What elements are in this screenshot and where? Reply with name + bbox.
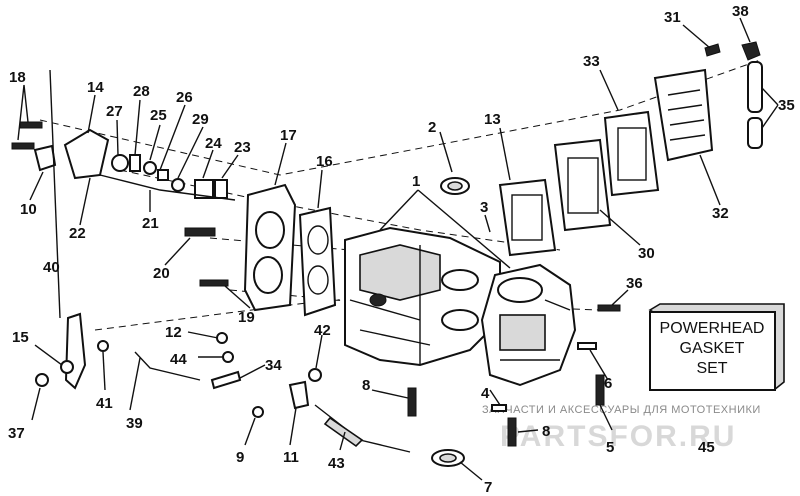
callout-1: 1 — [412, 173, 420, 190]
callout-45: 45 — [698, 439, 715, 456]
screw-9 — [252, 406, 264, 418]
callout-26: 26 — [176, 89, 193, 106]
callout-33: 33 — [583, 53, 600, 70]
pin-6 — [577, 342, 597, 350]
callout-31: 31 — [664, 9, 681, 26]
callout-16: 16 — [316, 153, 333, 170]
callout-40: 40 — [43, 259, 60, 276]
callout-4: 4 — [481, 385, 490, 402]
watermark-caption: ЗАПЧАСТИ И АКСЕССУАРЫ ДЛЯ МОТОТЕХНИКИ — [482, 404, 761, 416]
callout-25: 25 — [150, 107, 167, 124]
callout-44: 44 — [170, 351, 187, 368]
bolt-36 — [597, 304, 621, 312]
callout-2: 2 — [428, 119, 436, 136]
callout-18: 18 — [9, 69, 26, 86]
thermostat-stack — [111, 154, 228, 199]
callout-22: 22 — [69, 225, 86, 242]
callout-38: 38 — [732, 3, 749, 20]
callout-43: 43 — [328, 455, 345, 472]
gasket-set-line3: SET — [696, 360, 727, 377]
callout-12: 12 — [165, 324, 182, 341]
washer-41 — [97, 340, 109, 352]
callout-41: 41 — [96, 395, 113, 412]
stud-8b — [507, 417, 517, 447]
callout-39: 39 — [126, 415, 143, 432]
gasket-set-line1: POWERHEAD — [660, 320, 765, 337]
tube-pair — [747, 61, 763, 149]
callout-3: 3 — [480, 199, 488, 216]
callout-15: 15 — [12, 329, 29, 346]
bolt-5 — [595, 374, 605, 406]
elbow-fitting — [741, 41, 761, 61]
bolt-19 — [199, 279, 229, 287]
exhaust-gasket-13 — [498, 178, 557, 257]
stud-8a — [407, 387, 417, 417]
callout-11: 11 — [283, 449, 299, 466]
rod-end — [210, 370, 242, 390]
callout-8b: 8 — [542, 423, 550, 440]
callout-27: 27 — [106, 103, 123, 120]
callout-14: 14 — [87, 79, 104, 96]
callout-34: 34 — [265, 357, 282, 374]
leader-lines — [17, 17, 779, 481]
bolt-18b — [11, 142, 35, 150]
callout-30: 30 — [638, 245, 655, 262]
callout-28: 28 — [133, 83, 150, 100]
bracket-11 — [288, 380, 310, 410]
callout-35: 35 — [778, 97, 795, 114]
callout-23: 23 — [234, 139, 251, 156]
callout-24: 24 — [205, 135, 222, 152]
callout-32: 32 — [712, 205, 729, 222]
callout-7: 7 — [484, 479, 492, 496]
callout-42: 42 — [314, 322, 331, 339]
cylinder-block — [344, 226, 501, 367]
callout-9: 9 — [236, 449, 244, 466]
gasket-set-line2: GASKET — [680, 340, 745, 357]
washer-42 — [308, 368, 322, 382]
exhaust-gasket-33 — [603, 110, 660, 197]
callout-37: 37 — [8, 425, 25, 442]
callout-6: 6 — [604, 375, 612, 392]
callout-10: 10 — [20, 201, 37, 218]
nut-12 — [216, 332, 228, 344]
bolt-18a — [19, 121, 43, 129]
callout-20: 20 — [153, 265, 170, 282]
exhaust-cover-32 — [653, 68, 714, 162]
screw-37 — [35, 373, 49, 387]
callout-labels: 1 2 3 4 5 6 7 8 8 9 10 11 12 13 14 15 16… — [8, 3, 795, 496]
pin-4 — [491, 404, 507, 412]
crankcase-half — [480, 263, 577, 387]
link-rod — [134, 351, 201, 381]
callout-13: 13 — [484, 111, 501, 128]
throttle-lever — [60, 312, 87, 390]
callout-21: 21 — [142, 215, 159, 232]
washer-44 — [222, 351, 234, 363]
callout-17: 17 — [280, 127, 297, 144]
choke-cable — [314, 404, 411, 453]
sensor-20 — [184, 227, 216, 237]
watermark-brand: PARTSFOR.RU — [500, 420, 736, 453]
head-gasket — [298, 206, 337, 317]
exhaust-plate-30 — [553, 138, 612, 232]
callout-19: 19 — [238, 309, 255, 326]
callout-29: 29 — [192, 111, 209, 128]
callout-8a: 8 — [362, 377, 370, 394]
gasket-set-box: POWERHEAD GASKET SET — [648, 303, 785, 391]
callout-5: 5 — [606, 439, 614, 456]
callout-36: 36 — [626, 275, 643, 292]
thermostat-cover — [33, 128, 110, 180]
cylinder-head — [243, 183, 297, 312]
